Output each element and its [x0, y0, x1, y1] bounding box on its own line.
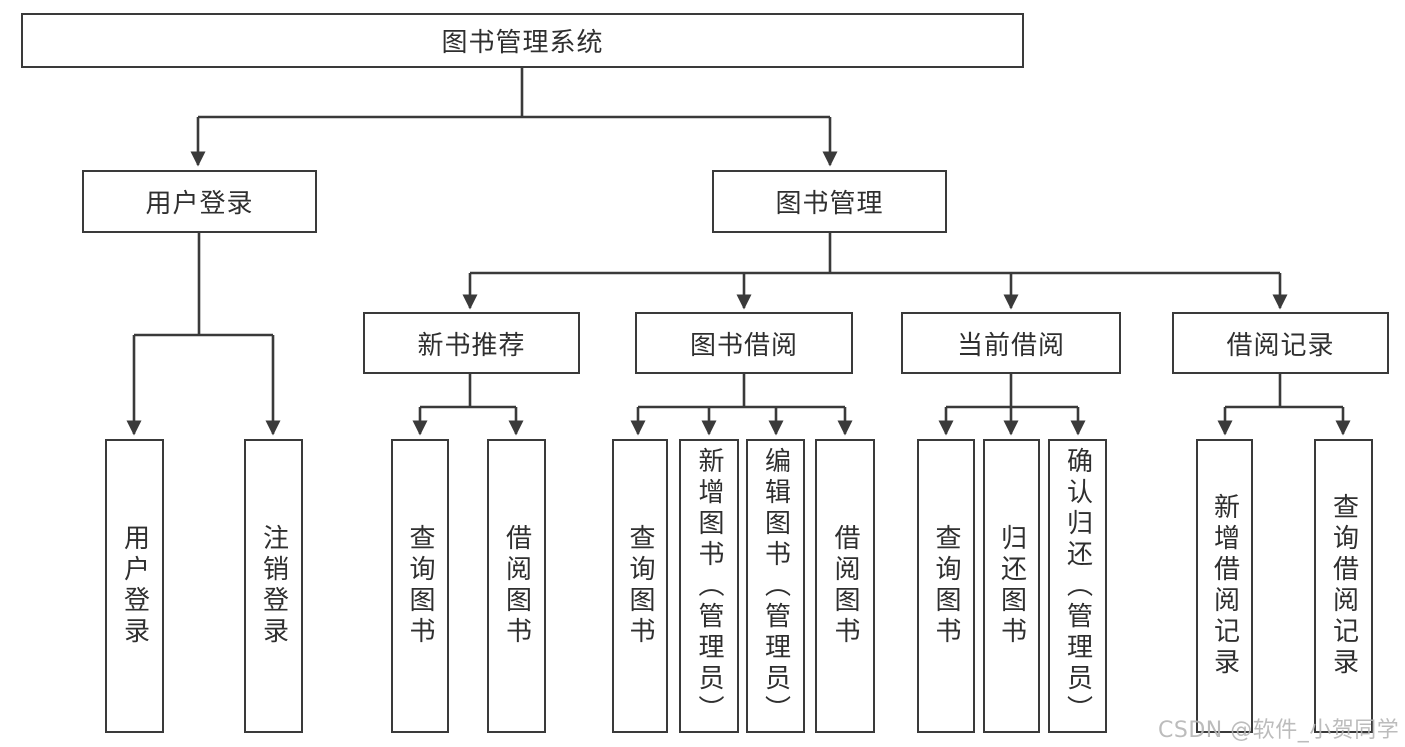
node-label: 注销登录 — [258, 524, 289, 648]
node-label: 借阅图书 — [501, 524, 532, 648]
node-label: 归还图书 — [996, 524, 1027, 648]
node-leaf-logout: 注销登录 — [244, 439, 303, 733]
node-label: 查询图书 — [625, 524, 655, 648]
node-label: 查询图书 — [931, 524, 961, 648]
node-leaf-borrow-books-2: 借阅图书 — [815, 439, 875, 733]
node-leaf-query-books-3: 查询图书 — [917, 439, 975, 733]
node-label: 用户登录 — [119, 524, 150, 648]
csdn-watermark: CSDN @软件_小贺同学 — [1158, 718, 1400, 743]
node-leaf-confirm-return-admin: 确认归还（管理员） — [1048, 439, 1107, 733]
node-label: 查询图书 — [405, 524, 435, 648]
node-label: 查询借阅记录 — [1328, 493, 1359, 679]
node-label: 确认归还（管理员） — [1062, 446, 1093, 726]
node-label: 借阅图书 — [830, 524, 860, 648]
node-leaf-return-books: 归还图书 — [983, 439, 1040, 733]
node-leaf-user-login: 用户登录 — [105, 439, 164, 733]
node-book-borrow: 图书借阅 — [635, 312, 853, 374]
node-borrow-record: 借阅记录 — [1172, 312, 1389, 374]
node-label: 新增借阅记录 — [1209, 493, 1240, 679]
node-leaf-add-borrow-record: 新增借阅记录 — [1196, 439, 1253, 733]
node-leaf-add-books-admin: 新增图书（管理员） — [679, 439, 739, 733]
node-leaf-query-books-2: 查询图书 — [612, 439, 668, 733]
node-leaf-edit-books-admin: 编辑图书（管理员） — [746, 439, 805, 733]
node-root: 图书管理系统 — [21, 13, 1024, 68]
node-label: 新增图书（管理员） — [694, 446, 724, 726]
node-leaf-query-borrow-record: 查询借阅记录 — [1314, 439, 1373, 733]
node-leaf-query-books-1: 查询图书 — [391, 439, 449, 733]
node-current-borrow: 当前借阅 — [901, 312, 1121, 374]
node-user-login: 用户登录 — [82, 170, 317, 233]
node-leaf-borrow-books-1: 借阅图书 — [487, 439, 546, 733]
node-new-book-recommend: 新书推荐 — [363, 312, 580, 374]
node-label: 编辑图书（管理员） — [760, 446, 791, 726]
node-book-management: 图书管理 — [712, 170, 947, 233]
